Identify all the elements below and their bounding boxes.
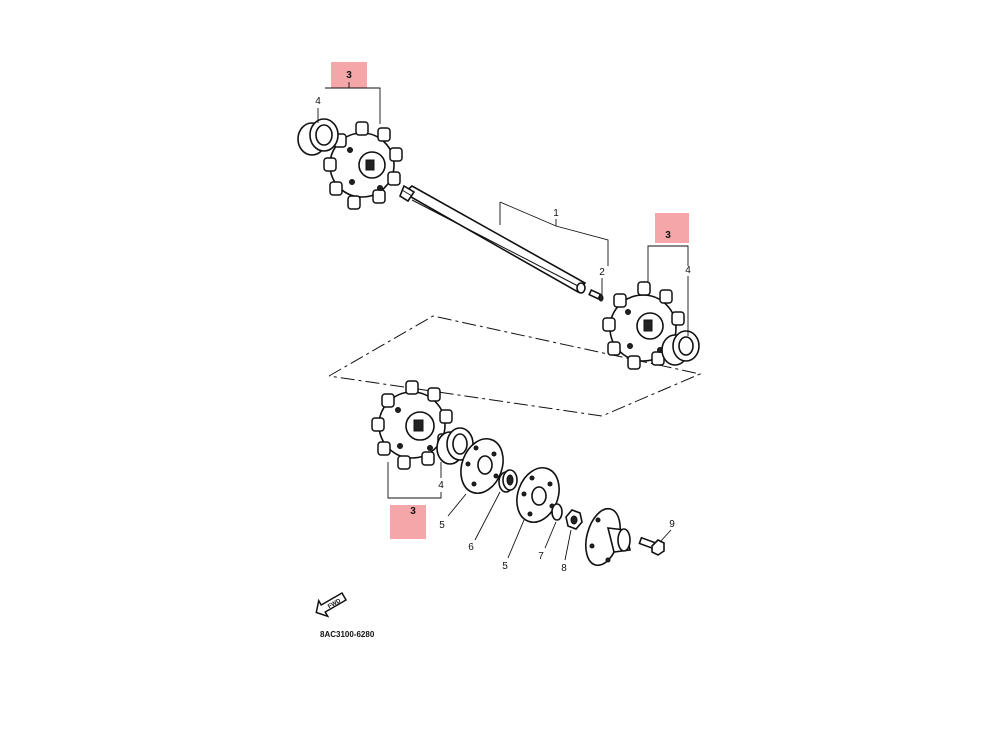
callout-1-shaft[interactable]: 1 <box>553 208 559 219</box>
highlight-box-right[interactable] <box>655 213 689 243</box>
sprocket-top-left <box>323 121 403 210</box>
hub <box>585 507 631 567</box>
callout-3-top-left[interactable]: 3 <box>346 70 352 81</box>
diagram-code: 8AC3100-6280 <box>320 630 375 639</box>
sprocket-right <box>602 281 685 370</box>
shaft <box>399 184 587 294</box>
leader-lines <box>317 82 689 561</box>
callout-7-washer[interactable]: 7 <box>538 551 544 562</box>
plate-b <box>516 467 560 523</box>
callout-8-nut[interactable]: 8 <box>561 563 567 574</box>
washer <box>551 503 563 521</box>
sprocket-bottom <box>371 380 453 470</box>
callout-5-plate-a[interactable]: 5 <box>439 520 445 531</box>
collar-top-left <box>297 118 339 156</box>
bolt <box>638 536 665 556</box>
callout-3-right[interactable]: 3 <box>665 230 671 241</box>
callout-4-right[interactable]: 4 <box>685 265 691 276</box>
fwd-arrow-icon: FWD <box>315 592 348 618</box>
dashed-frame <box>328 315 702 417</box>
pin <box>588 289 604 302</box>
callout-9-bolt[interactable]: 9 <box>669 519 675 530</box>
collar-right <box>661 330 700 366</box>
callout-2-pin[interactable]: 2 <box>599 267 605 278</box>
plate-a <box>460 438 504 494</box>
callout-5-plate-b[interactable]: 5 <box>502 561 508 572</box>
callout-4-top-left[interactable]: 4 <box>315 96 321 107</box>
callout-6-bearing[interactable]: 6 <box>468 542 474 553</box>
highlight-box-bottom[interactable] <box>390 505 426 539</box>
callout-4-bottom[interactable]: 4 <box>438 480 444 491</box>
callout-3-bottom[interactable]: 3 <box>410 506 416 517</box>
bearing <box>498 469 518 493</box>
nut <box>565 509 583 530</box>
